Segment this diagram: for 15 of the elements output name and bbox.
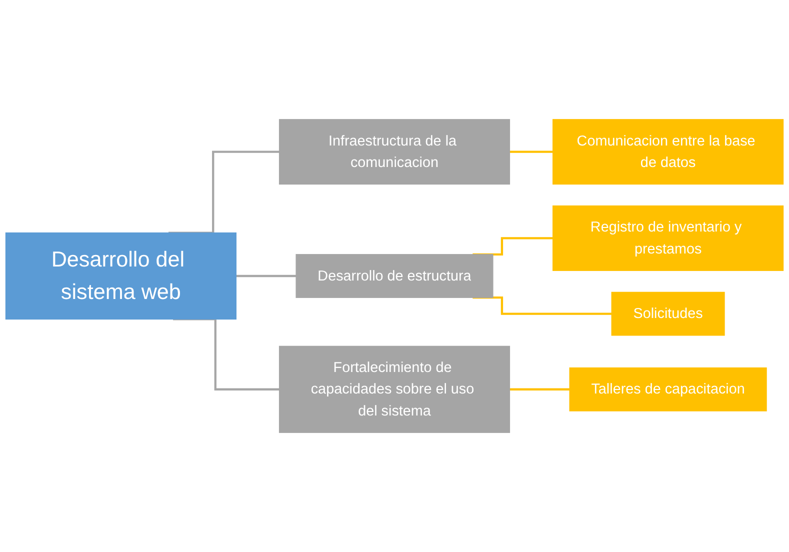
connector	[236, 274, 296, 278]
connector	[472, 296, 612, 315]
connector	[510, 150, 553, 153]
node-box: Desarrollo del sistema web	[5, 232, 236, 320]
node-box: Solicitudes	[611, 292, 725, 336]
node-box: Registro de inventario y prestamos	[552, 205, 784, 271]
connector	[173, 318, 280, 390]
node-box: Desarrollo de estructura	[296, 254, 494, 298]
connector	[472, 237, 553, 256]
node-box: Fortalecimiento de capacidades sobre el uso del sistema	[278, 346, 510, 433]
node-box: Comunicacion entre la base de datos	[552, 119, 784, 185]
connector	[510, 388, 570, 390]
connector	[168, 150, 280, 234]
node-box: Infraestructura de la comunicacion	[278, 119, 510, 185]
node-box: Talleres de capacitacion	[569, 367, 767, 412]
